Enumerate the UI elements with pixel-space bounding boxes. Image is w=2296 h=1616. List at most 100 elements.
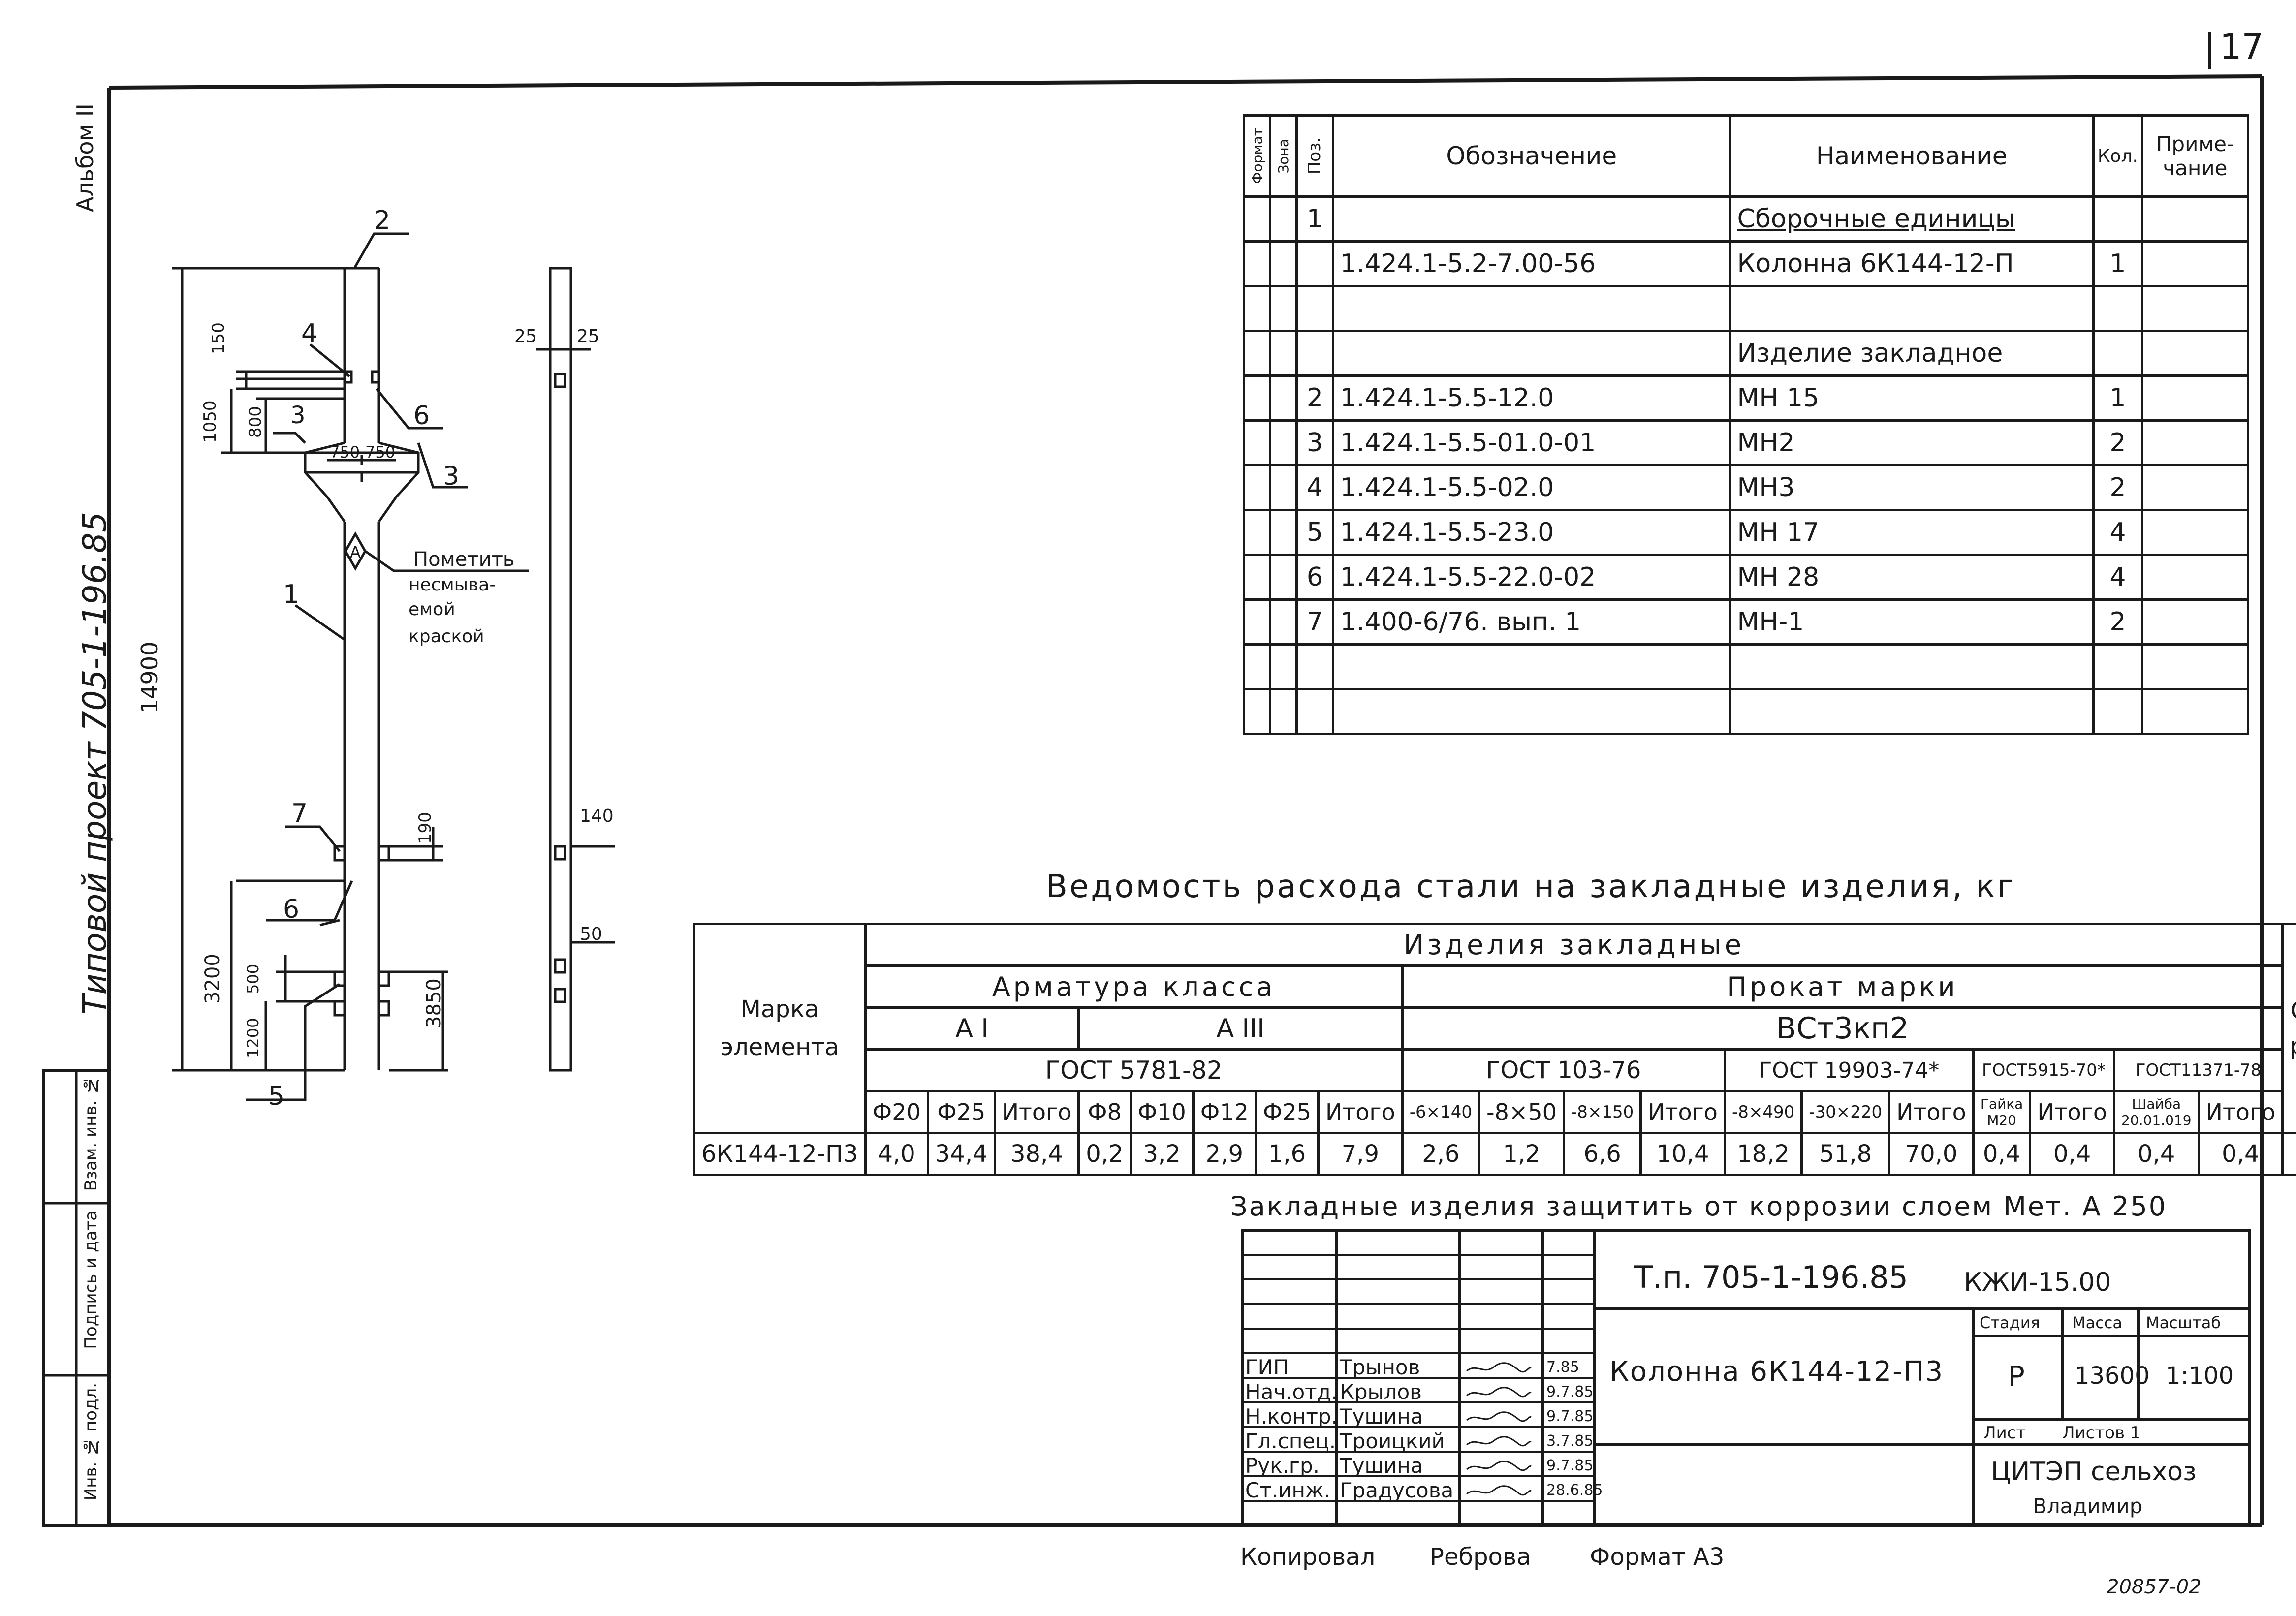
spec-row [1242, 643, 2250, 690]
steel-value-cell: 0,4 [1972, 1132, 2032, 1176]
note-line-1: Пометить [413, 548, 515, 571]
spec-qty-cell: 1 [2092, 374, 2143, 422]
staff-role: ГИП [1245, 1355, 1289, 1379]
scale-value: 1:100 [2166, 1362, 2234, 1390]
note-line-3: емой [409, 599, 455, 620]
steel-value-cell: 1,2 [1478, 1132, 1565, 1176]
class-a3: А III [1077, 1006, 1404, 1051]
spec-qty-cell: 2 [2092, 419, 2143, 466]
spec-name-cell [1729, 688, 2095, 735]
spec-note-cell [2140, 195, 2250, 243]
signature-scribble [1464, 1362, 1533, 1375]
dim-150: 150 [209, 322, 228, 354]
callout-1: 1 [283, 580, 299, 609]
spec-name-cell: МН2 [1729, 419, 2095, 466]
spec-pos-cell [1295, 330, 1334, 377]
signature-scribble [1464, 1411, 1533, 1424]
spec-pos-cell: 1 [1295, 195, 1334, 243]
spec-name-cell: МН3 [1729, 464, 2095, 511]
spec-designation-cell: 1.424.1-5.5-12.0 [1331, 374, 1731, 422]
spec-designation-cell: 1.424.1-5.5-02.0 [1331, 464, 1731, 511]
steel-column-header: Итого [2197, 1090, 2284, 1134]
spec-pos-cell: 5 [1295, 509, 1334, 556]
callout-4: 4 [301, 319, 317, 348]
mass-value: 13600 [2075, 1362, 2150, 1390]
rolled-header: Прокат марки [1401, 964, 2284, 1009]
steel-value-cell: 2,6 [1401, 1132, 1481, 1176]
dim-side-50: 50 [580, 924, 602, 944]
spec-qty-cell: 4 [2092, 554, 2143, 601]
steel-value-cell: 34,4 [926, 1132, 996, 1176]
staff-date: 9.7.85 [1546, 1408, 1594, 1425]
spec-name-cell [1729, 643, 2095, 690]
steel-column-header: Ф10 [1129, 1090, 1195, 1134]
spec-zone-cell [1269, 554, 1298, 601]
spec-name-cell: МН 28 [1729, 554, 2095, 601]
steel-column-header: Шайба 20.01.019 [2113, 1090, 2200, 1134]
bottom-code: 20857-02 [2107, 1576, 2202, 1598]
staff-role: Гл.спец. [1245, 1429, 1336, 1453]
stage-label: Стадия [1980, 1313, 2040, 1332]
class-a1: А I [864, 1006, 1080, 1051]
sheets-label: Листов 1 [2062, 1423, 2141, 1443]
gost-19903: ГОСТ 19903-74* [1723, 1048, 1975, 1092]
spec-zone-cell [1269, 509, 1298, 556]
dim-1050: 1050 [200, 400, 220, 443]
steel-value-cell: 18,2 [1723, 1132, 1803, 1176]
spec-row: 1 Сборочные единицы [1242, 195, 2250, 243]
steel-table-title: Ведомость расхода стали на закладные изд… [1046, 869, 2016, 905]
dim-side-140: 140 [580, 806, 614, 826]
note-line-4: краской [409, 626, 484, 647]
org-line1: ЦИТЭП сельхоз [1991, 1457, 2197, 1487]
spec-designation-cell: 1.424.1-5.5-23.0 [1331, 509, 1731, 556]
staff-date: 3.7.85 [1546, 1432, 1594, 1450]
spec-note-cell [2140, 240, 2250, 287]
spec-name-cell: Изделие закладное [1729, 330, 2095, 377]
spec-zone-cell [1269, 374, 1298, 422]
spec-qty-cell [2092, 688, 2143, 735]
staff-date: 7.85 [1546, 1359, 1579, 1376]
column-drawing: 2 4 3 6 3 1 7 6 5 А 14900 150 1050 800 7… [136, 206, 615, 1111]
spec-pos-cell: 2 [1295, 374, 1334, 422]
doc-code: Т.п. 705-1-196.85 [1634, 1259, 1909, 1295]
spec-name-cell: Сборочные единицы [1729, 195, 2095, 243]
note-line-2: несмыва- [409, 575, 496, 595]
staff-role: Ст.инж. [1245, 1478, 1331, 1502]
steel-grade: ВСт3кп2 [1401, 1006, 2284, 1051]
staff-name: Троицкий [1340, 1429, 1445, 1453]
spec-row [1242, 688, 2250, 735]
callout-7: 7 [291, 799, 308, 828]
total-header: Общий расход [2281, 923, 2296, 1134]
signature-scribble [1464, 1485, 1533, 1498]
spec-pos-cell: 3 [1295, 419, 1334, 466]
spec-zone-cell [1269, 643, 1298, 690]
spec-note-cell [2140, 285, 2250, 332]
steel-value-cell: 0,4 [2029, 1132, 2116, 1176]
staff-role: Рук.гр. [1245, 1454, 1320, 1478]
spec-pos-cell [1295, 643, 1334, 690]
spec-note-cell [2140, 509, 2250, 556]
signature-scribble [1464, 1387, 1533, 1399]
org-line2: Владимир [2033, 1494, 2143, 1518]
spec-format-cell [1242, 374, 1272, 422]
total-value: 127,5 [2281, 1132, 2296, 1176]
steel-value-cell: 0,4 [2113, 1132, 2200, 1176]
steel-consumption-table: Марка элемента Изделия закладные Общий р… [693, 923, 2296, 1176]
spec-note-cell [2140, 330, 2250, 377]
staff-name: Тушина [1340, 1454, 1423, 1478]
steel-column-header: Ф12 [1192, 1090, 1257, 1134]
steel-value-cell: 70,0 [1888, 1132, 1975, 1176]
steel-value-cell: 10,4 [1639, 1132, 1726, 1176]
steel-column-header: Итого [1639, 1090, 1726, 1134]
spec-note-cell [2140, 419, 2250, 466]
gost-rebar: ГОСТ 5781-82 [864, 1048, 1404, 1092]
mark-symbol: А [350, 543, 361, 561]
steel-value-cell: 38,4 [993, 1132, 1080, 1176]
dim-800: 800 [246, 406, 265, 438]
spec-pos-cell [1295, 240, 1334, 287]
callout-6b: 6 [283, 895, 299, 924]
spec-qty-cell: 4 [2092, 509, 2143, 556]
